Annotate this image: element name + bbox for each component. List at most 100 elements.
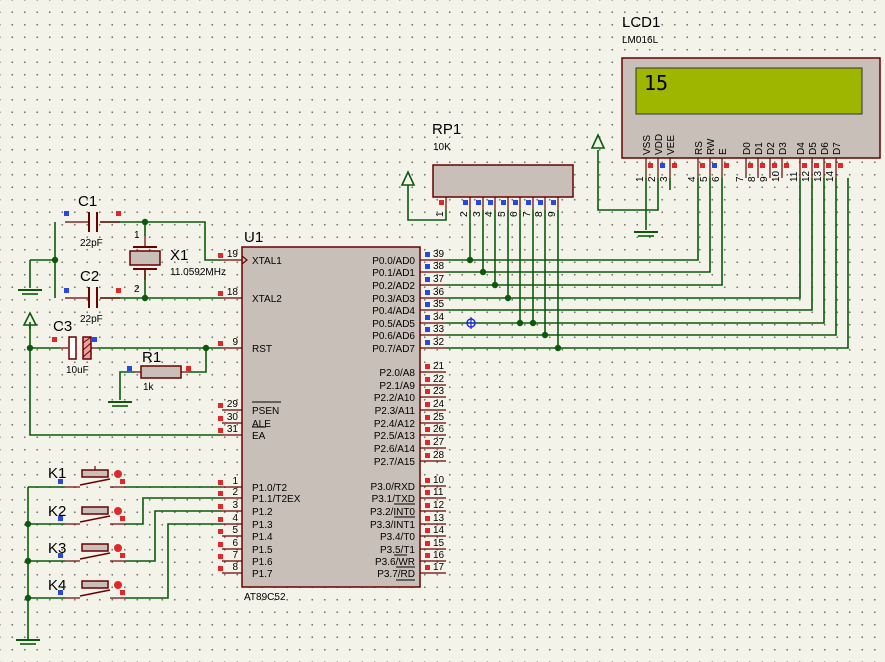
rp1-pin-marker (513, 200, 518, 205)
u1-left-pins: 19XTAL118XTAL29RST29PSEN30ALE31EA1P1.0/T… (218, 249, 301, 580)
u1-pin-number: 19 (227, 249, 239, 260)
capacitor-c1[interactable] (64, 211, 121, 232)
u1-pin-marker (218, 529, 223, 534)
ground-symbol-keys[interactable] (16, 639, 40, 645)
lcd-pin-number: 13 (813, 170, 824, 182)
u1-pin-label: P1.3 (252, 520, 273, 531)
crystal-x1[interactable] (129, 236, 161, 280)
u1-pin-number: 33 (433, 324, 445, 335)
u1-pin-marker (218, 480, 223, 485)
u1-body[interactable] (241, 246, 421, 588)
rp1-pin-number: 1 (435, 211, 446, 217)
u1-pin-label: P0.1/AD1 (372, 268, 415, 279)
u1-pin-number: 9 (232, 337, 238, 348)
u1-pin-number: 26 (433, 424, 445, 435)
u1-pin-marker (425, 478, 430, 483)
u1-pin-label: P2.0/A8 (379, 368, 415, 379)
u1-pin-number: 23 (433, 386, 445, 397)
lcd-pin-marker (712, 163, 717, 168)
u1-pin-number: 3 (232, 500, 238, 511)
u1-pin-number: 21 (433, 361, 445, 372)
ground-symbol-crystal[interactable] (18, 285, 42, 295)
lcd-pin-label: RS (694, 141, 705, 155)
u1-pin-label: P1.4 (252, 532, 273, 543)
lcd-display-text: 15 (644, 71, 668, 95)
key-k1[interactable] (58, 466, 125, 488)
lcd-pin-label: D3 (778, 142, 789, 155)
u1-pin-label: P1.7 (252, 569, 273, 580)
u1-pin-label: P2.4/A12 (374, 419, 416, 430)
lcd-pin-label: D4 (796, 142, 807, 155)
power-terminal-reset[interactable] (22, 311, 38, 329)
u1-pin-number: 2 (232, 487, 238, 498)
lcd-pin-marker (700, 163, 705, 168)
u1-pin-number: 38 (433, 261, 445, 272)
u1-pin-marker (218, 566, 223, 571)
lcd-pin-number: 14 (825, 170, 836, 182)
rp1-pin-number: 8 (534, 211, 545, 217)
u1-pin-number: 24 (433, 399, 445, 410)
u1-pin-label: ALE (252, 419, 271, 430)
k2-ref: K2 (48, 503, 66, 520)
ground-symbol-lcd[interactable] (634, 231, 658, 237)
lcd-screen (635, 67, 863, 115)
u1-pin-number: 7 (232, 550, 238, 561)
u1-pin-label: P0.0/AD0 (372, 256, 415, 267)
u1-pin-marker (425, 440, 430, 445)
c1-value: 22pF (80, 238, 103, 249)
power-terminal-lcd[interactable] (590, 133, 606, 149)
lcd-pin-label: E (718, 148, 729, 155)
c2-ref: C2 (80, 268, 99, 285)
u1-pin-label: P0.5/AD5 (372, 319, 415, 330)
ground-symbol-reset[interactable] (108, 401, 132, 407)
u1-pin-marker (425, 340, 430, 345)
capacitor-c2[interactable] (64, 287, 121, 308)
u1-pin-marker (425, 503, 430, 508)
rp1-pin-marker (551, 200, 556, 205)
rp1-pin-marker (538, 200, 543, 205)
lcd-ref: LCD1 (622, 14, 660, 31)
u1-pin-marker (425, 553, 430, 558)
u1-pin-marker (218, 504, 223, 509)
u1-pin-number: 10 (433, 475, 445, 486)
resistor-r1[interactable] (127, 365, 191, 379)
u1-pin-number: 37 (433, 274, 445, 285)
u1-pin-label: PSEN (252, 406, 279, 417)
rp1-value: 10K (433, 142, 451, 153)
u1-part: AT89C52 (244, 592, 286, 603)
lcd-pin-number: 10 (771, 170, 782, 182)
u1-pin-marker (425, 453, 430, 458)
u1-pin-number: 22 (433, 374, 445, 385)
lcd-pin-marker (826, 163, 831, 168)
u1-pin-marker (425, 364, 430, 369)
u1-pin-label: P2.7/A15 (374, 457, 416, 468)
u1-pin-label: P2.6/A14 (374, 444, 416, 455)
junctions (24, 218, 562, 602)
lcd-pin-number: 11 (789, 171, 800, 182)
u1-pin-number: 36 (433, 287, 445, 298)
key-k3[interactable] (58, 543, 125, 562)
u1-pin-number: 31 (227, 424, 239, 435)
u1-pin-marker (218, 291, 223, 296)
power-terminal-rp1[interactable] (400, 170, 416, 186)
key-k2[interactable] (58, 506, 125, 525)
u1-pin-label: P3.3/INT1 (370, 520, 415, 531)
key-k4[interactable] (58, 580, 125, 599)
lcd-pin-number: 2 (647, 176, 658, 182)
voltage-probe-icon[interactable] (466, 317, 476, 329)
lcd-pin-number: 8 (747, 176, 758, 182)
clock-marker-icon (241, 255, 248, 265)
u1-pin-marker (425, 565, 430, 570)
u1-pin-marker (218, 341, 223, 346)
rp1-body[interactable] (432, 164, 574, 198)
capacitor-c3[interactable] (52, 336, 98, 360)
u1-ref: U1 (244, 229, 263, 246)
u1-pin-label: P0.6/AD6 (372, 331, 415, 342)
u1-pin-marker (218, 517, 223, 522)
lcd-pin-number: 4 (687, 176, 698, 182)
rp1-pin-number: 3 (472, 211, 483, 217)
rp1-pin-number: 5 (497, 211, 508, 217)
